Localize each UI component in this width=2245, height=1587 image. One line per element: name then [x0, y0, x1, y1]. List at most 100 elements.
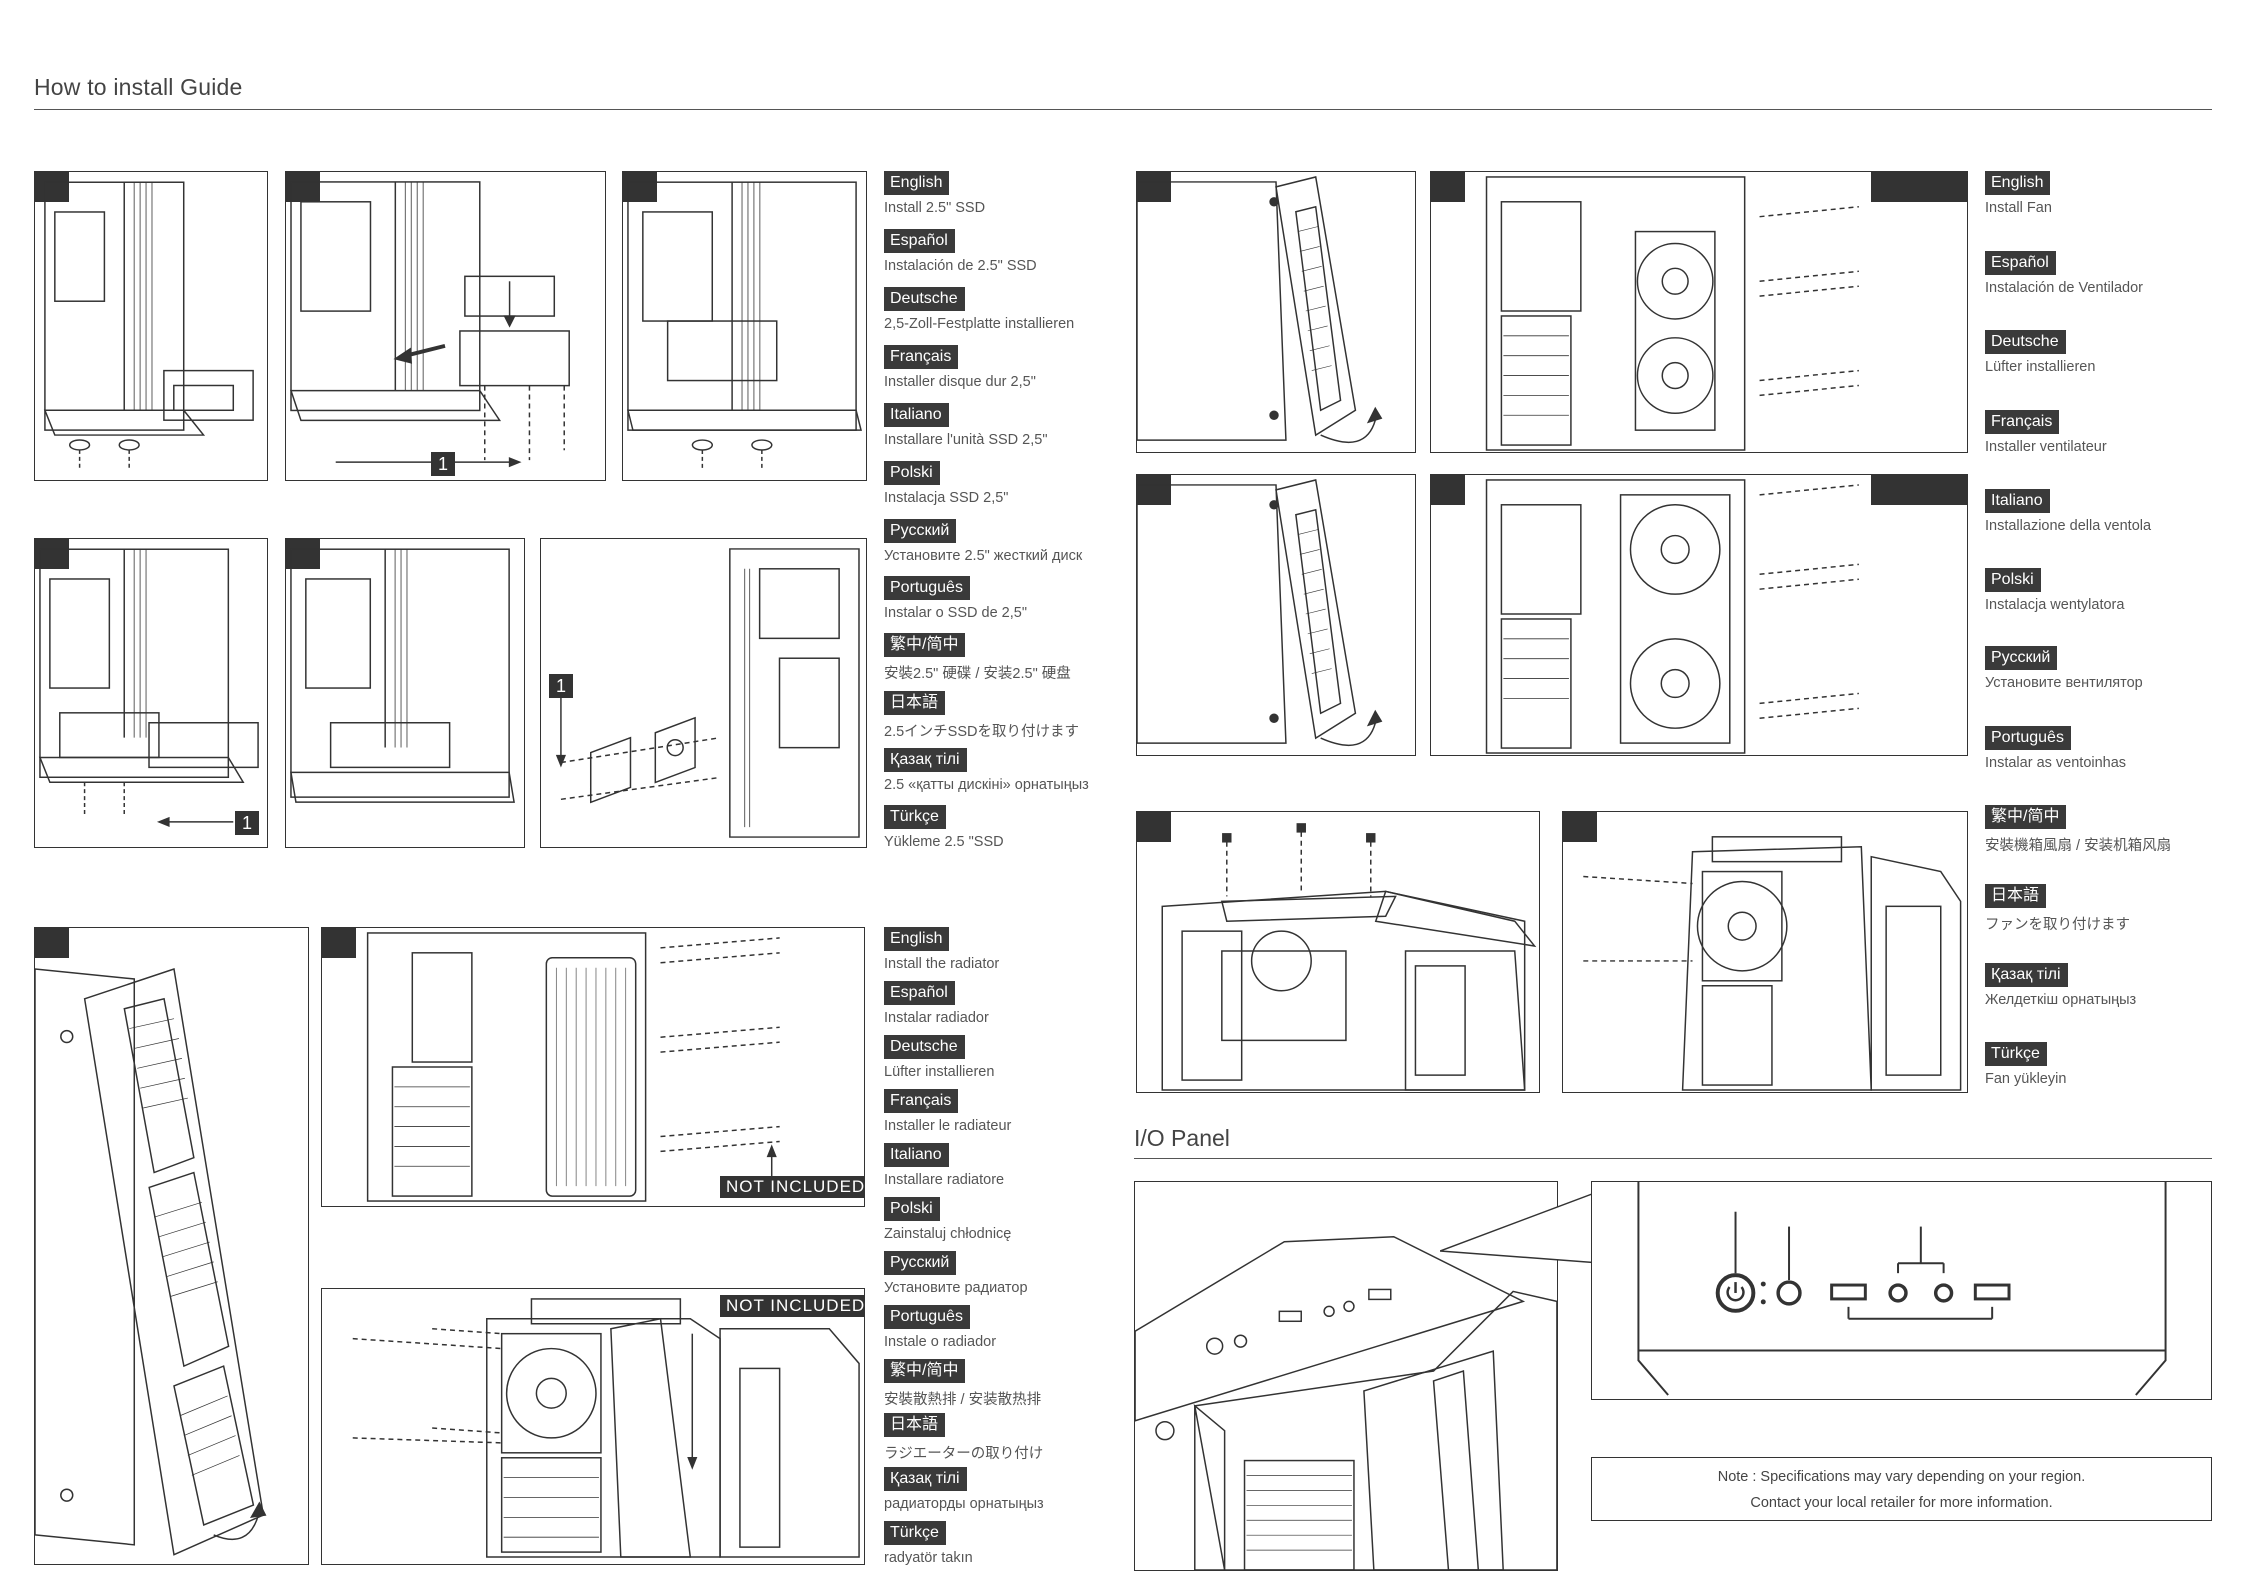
lang-desc: Instalación de Ventilador [1985, 280, 2143, 296]
lang-desc: Lüfter installieren [1985, 359, 2096, 375]
lang-tag: 繁中/简中 [1985, 805, 2067, 829]
radiator-step-1-drawing [35, 968, 267, 1556]
step-marker [1563, 812, 1597, 842]
lang-desc: Fan yükleyin [1985, 1071, 2067, 1087]
lang-desc: Installer disque dur 2,5" [884, 374, 1036, 390]
fan-step-1-drawing [1137, 176, 1383, 444]
lang-desc: Instalacja SSD 2,5" [884, 490, 1009, 506]
step-marker [35, 928, 69, 958]
ssd-step-3-illustration [622, 171, 867, 481]
ssd-step-6-drawing [555, 548, 860, 838]
lang-tag: Русский [884, 1251, 957, 1275]
ssd-step-1-drawing [43, 181, 254, 470]
lang-item: 繁中/简中安裝2.5" 硬碟 / 安装2.5" 硬盘 [884, 633, 1071, 683]
lang-tag: Português [884, 1305, 970, 1329]
callout-number: 1 [431, 452, 455, 476]
lang-tag: 日本語 [884, 691, 946, 715]
fan-step-5-drawing [1161, 823, 1537, 1091]
lang-desc: radyatör takın [884, 1550, 973, 1566]
not-included-label: NOT INCLUDED [720, 1176, 864, 1198]
lang-tag: Français [884, 1089, 959, 1113]
lang-tag: Français [884, 345, 959, 369]
ssd-step-1-illustration [34, 171, 268, 481]
fan-step-2-drawing [1485, 176, 1859, 451]
lang-desc: Installer ventilateur [1985, 439, 2107, 455]
note-line-2: Contact your local retailer for more inf… [1750, 1495, 2053, 1511]
lang-item: Deutsche 2,5-Zoll-Festplatte installieren [884, 287, 1074, 332]
lang-tag: Deutsche [884, 1035, 965, 1059]
lang-item: 日本語ラジエーターの取り付け [884, 1413, 1043, 1463]
lang-desc: Instalar radiador [884, 1010, 989, 1026]
io-panel-closeup [1591, 1181, 2212, 1400]
lang-desc: Yükleme 2.5 "SSD [884, 834, 1004, 850]
lang-desc: Installer le radiateur [884, 1118, 1012, 1134]
lang-desc: ファンを取り付けます [1985, 917, 2130, 933]
io-panel-title: I/O Panel [1134, 1125, 1230, 1151]
lang-tag: Italiano [884, 403, 949, 427]
lang-tag: Italiano [1985, 489, 2050, 513]
lang-desc: Instalar as ventoinhas [1985, 755, 2127, 771]
lang-tag: Русский [884, 519, 957, 543]
lang-tag: Polski [884, 1197, 940, 1221]
note-line-1: Note : Specifications may vary depending… [1717, 1469, 2086, 1485]
lang-tag: 日本語 [1985, 884, 2047, 908]
lang-desc: 2,5-Zoll-Festplatte installieren [884, 316, 1075, 332]
lang-tag: Türkçe [884, 1521, 946, 1545]
radiator-step-3-drawing [352, 1298, 860, 1558]
lang-desc: Installare l'unità SSD 2,5" [884, 432, 1048, 448]
lang-tag: Қазақ тілі [884, 1467, 967, 1491]
lang-tag: Français [1985, 410, 2060, 434]
lang-desc: 安裝機箱風扇 / 安装机箱风扇 [1985, 838, 2172, 854]
lang-desc: Lüfter installieren [884, 1064, 995, 1080]
lang-tag: English [1985, 171, 2051, 195]
lang-tag: English [884, 171, 950, 195]
lang-desc: Желдеткіш орнатыңыз [1985, 992, 2137, 1008]
step-marker [1431, 172, 1465, 202]
fan-step-2-illustration [1430, 171, 1968, 453]
radiator-step-3-illustration: NOT INCLUDED [321, 1288, 865, 1565]
lang-tag: Español [884, 981, 955, 1005]
page-title: How to install Guide [34, 74, 243, 100]
not-included-label: NOT INCLUDED [720, 1295, 864, 1317]
lang-item: 繁中/简中安裝機箱風扇 / 安装机箱风扇 [1985, 805, 2171, 855]
lang-tag: Polski [884, 461, 940, 485]
lang-tag: Deutsche [884, 287, 965, 311]
ssd-step-6-illustration: 1 [540, 538, 867, 848]
lang-desc: Install 2.5" SSD [884, 200, 986, 216]
step-marker [1137, 475, 1171, 505]
ssd-step-4-drawing [38, 548, 259, 827]
lang-tag: Қазақ тілі [884, 748, 967, 772]
io-case-drawing [1135, 1235, 1557, 1570]
callout-number: 1 [549, 674, 573, 698]
io-zoom-connector [1440, 1190, 1600, 1264]
header-divider [34, 109, 2212, 110]
fan-step-4-illustration [1430, 474, 1968, 756]
lang-tag: Português [1985, 726, 2071, 750]
step-marker [1871, 172, 1967, 202]
fan-step-4-drawing [1485, 479, 1859, 754]
lang-tag: Português [884, 576, 970, 600]
ssd-step-2-drawing [289, 181, 570, 468]
lang-desc: радиаторды орнатыңыз [884, 1496, 1044, 1512]
step-marker [1137, 812, 1171, 842]
lang-desc: Instalar o SSD de 2,5" [884, 605, 1027, 621]
fan-step-6-illustration [1562, 811, 1968, 1093]
